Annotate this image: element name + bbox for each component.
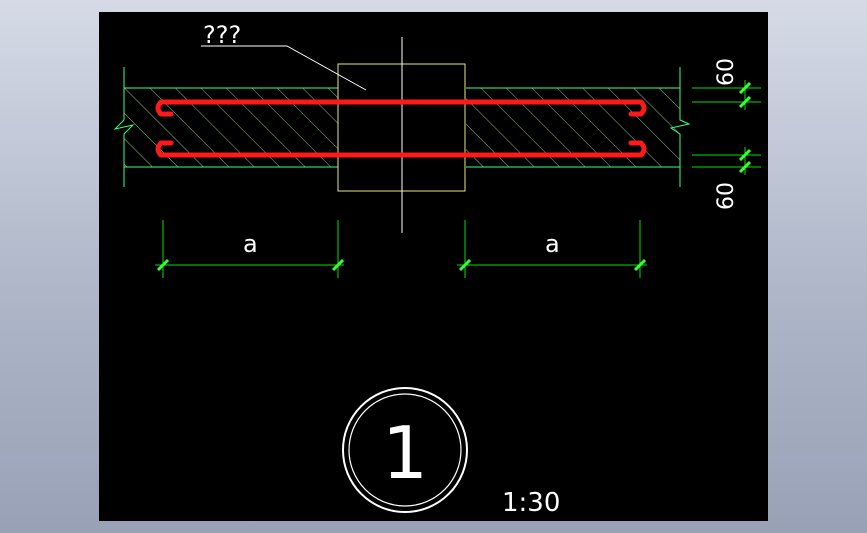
- leader-label: ???: [203, 21, 241, 49]
- dim-vertical: [692, 80, 761, 175]
- dim-right: [457, 220, 647, 278]
- dim-right-label: a: [545, 230, 560, 258]
- dim-vertical-ticks: [738, 81, 752, 174]
- scale-text: 1:30: [502, 488, 560, 518]
- dim-left-label: a: [243, 230, 258, 258]
- detail-number: 1: [382, 411, 428, 495]
- leader-line: [201, 45, 367, 91]
- rebar-group: [155, 99, 647, 158]
- dim-top-value: 60: [714, 58, 739, 86]
- dim-bottom-value: 60: [714, 182, 739, 210]
- rebar-top: [155, 99, 647, 117]
- slab-outline: [113, 67, 691, 187]
- rebar-bottom: [155, 140, 647, 158]
- cad-drawing-canvas[interactable]: ??? a a 60 60 1 1:30: [99, 12, 768, 521]
- detail-symbol: [342, 387, 468, 513]
- dim-left: [155, 220, 345, 278]
